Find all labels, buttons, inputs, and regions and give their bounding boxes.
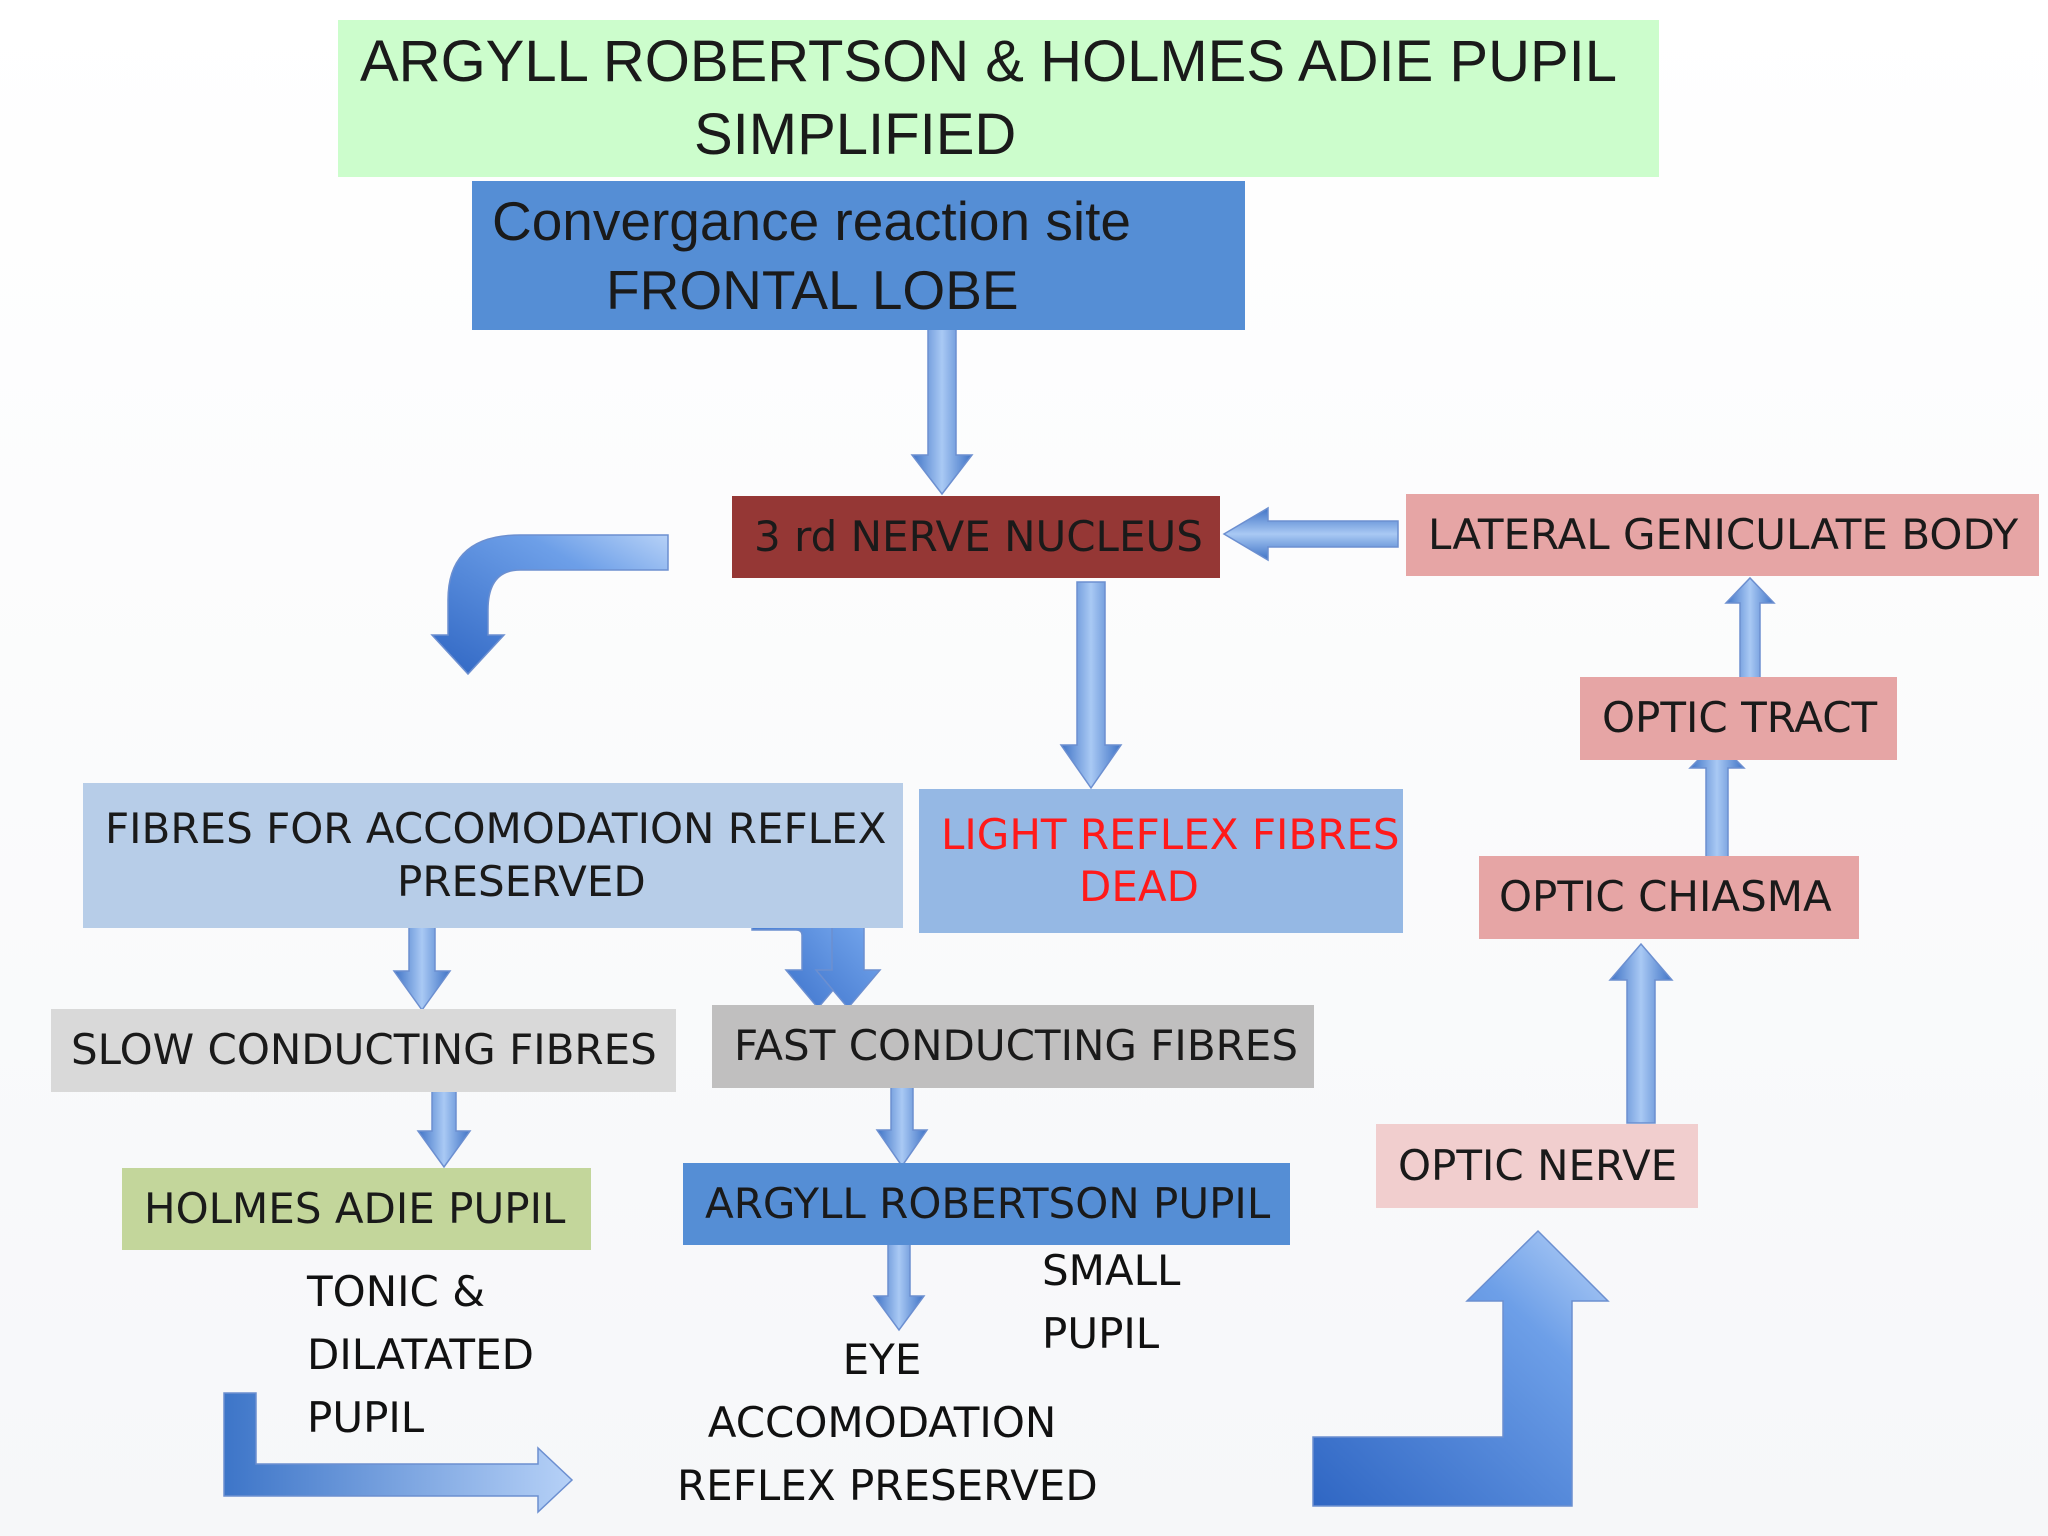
arrow-down-icon <box>392 913 452 1012</box>
light-reflex-fibres-box: LIGHT REFLEX FIBRES DEAD <box>919 789 1403 933</box>
holmes-adie-pupil-box: HOLMES ADIE PUPIL <box>122 1168 591 1250</box>
light-reflex-fibres-line-2: DEAD <box>1079 862 1199 911</box>
frontal-lobe-box: Convergance reaction site FRONTAL LOBE <box>472 181 1245 330</box>
holmes-adie-pupil-label: HOLMES ADIE PUPIL <box>144 1183 566 1233</box>
tonic-dilated-line-2: DILATATED <box>307 1330 534 1379</box>
arrow-up-icon <box>1688 739 1746 870</box>
title-line-1: ARGYLL ROBERTSON & HOLMES ADIE PUPIL <box>360 29 1618 94</box>
tonic-dilated-line-1: TONIC & <box>307 1267 485 1316</box>
tonic-dilated-note: TONIC & DILATATED PUPIL <box>307 1260 534 1449</box>
frontal-lobe-line-2: FRONTAL LOBE <box>606 258 1019 321</box>
light-reflex-fibres-line-1: LIGHT REFLEX FIBRES <box>941 809 1400 859</box>
eye-accommodation-line-1: EYE <box>842 1335 922 1384</box>
slow-conducting-fibres-box: SLOW CONDUCTING FIBRES <box>51 1009 676 1092</box>
title-line-2: SIMPLIFIED <box>694 101 1017 167</box>
eye-accommodation-line-2: ACCOMODATION <box>707 1398 1057 1447</box>
optic-nerve-box: OPTIC NERVE <box>1376 1124 1698 1208</box>
eye-accommodation-note: EYE ACCOMODATION REFLEX PRESERVED <box>677 1328 1098 1517</box>
curved-arrow-icon <box>430 534 669 676</box>
bent-arrow-up-icon <box>1312 1229 1610 1507</box>
arrow-down-icon <box>872 1242 926 1332</box>
accommodation-fibres-line-1: FIBRES FOR ACCOMODATION REFLEX <box>105 804 887 853</box>
eye-accommodation-line-3: REFLEX PRESERVED <box>677 1461 1098 1510</box>
arrow-down-icon <box>416 1081 472 1169</box>
bent-arrow-right-icon <box>223 1392 574 1514</box>
frontal-lobe-line-1: Convergance reaction site <box>492 189 1131 252</box>
slow-conducting-fibres-label: SLOW CONDUCTING FIBRES <box>71 1025 657 1075</box>
arrow-up-icon <box>1608 942 1674 1124</box>
argyll-robertson-pupil-label: ARGYLL ROBERTSON PUPIL <box>705 1178 1271 1228</box>
accommodation-fibres-line-2: PRESERVED <box>397 856 646 906</box>
third-nerve-nucleus-label: 3 rd NERVE NUCLEUS <box>754 511 1203 561</box>
fast-conducting-fibres-box: FAST CONDUCTING FIBRES <box>712 1005 1314 1088</box>
argyll-robertson-pupil-box: ARGYLL ROBERTSON PUPIL <box>683 1163 1290 1245</box>
optic-tract-box: OPTIC TRACT <box>1580 677 1897 760</box>
arrow-left-icon <box>1222 506 1399 562</box>
lateral-geniculate-body-label: LATERAL GENICULATE BODY <box>1428 509 2019 559</box>
optic-chiasma-label: OPTIC CHIASMA <box>1499 872 1832 922</box>
small-pupil-note: SMALL PUPIL <box>1042 1239 1180 1365</box>
lateral-geniculate-body-box: LATERAL GENICULATE BODY <box>1406 494 2039 576</box>
fast-conducting-fibres-label: FAST CONDUCTING FIBRES <box>734 1021 1299 1071</box>
optic-chiasma-box: OPTIC CHIASMA <box>1479 856 1859 939</box>
third-nerve-nucleus-box: 3 rd NERVE NUCLEUS <box>732 496 1220 578</box>
arrow-down-icon <box>1059 581 1123 790</box>
arrow-down-icon <box>910 325 974 496</box>
arrow-down-icon <box>875 1077 929 1168</box>
tonic-dilated-line-3: PUPIL <box>307 1393 425 1442</box>
optic-tract-label: OPTIC TRACT <box>1602 693 1878 743</box>
optic-nerve-label: OPTIC NERVE <box>1398 1140 1678 1190</box>
accommodation-fibres-box: FIBRES FOR ACCOMODATION REFLEX PRESERVED <box>83 783 903 928</box>
small-pupil-line-1: SMALL <box>1042 1246 1181 1295</box>
small-pupil-line-2: PUPIL <box>1042 1309 1160 1358</box>
diagram-title: ARGYLL ROBERTSON & HOLMES ADIE PUPIL SIM… <box>338 20 1659 177</box>
arrow-up-icon <box>1724 576 1776 689</box>
